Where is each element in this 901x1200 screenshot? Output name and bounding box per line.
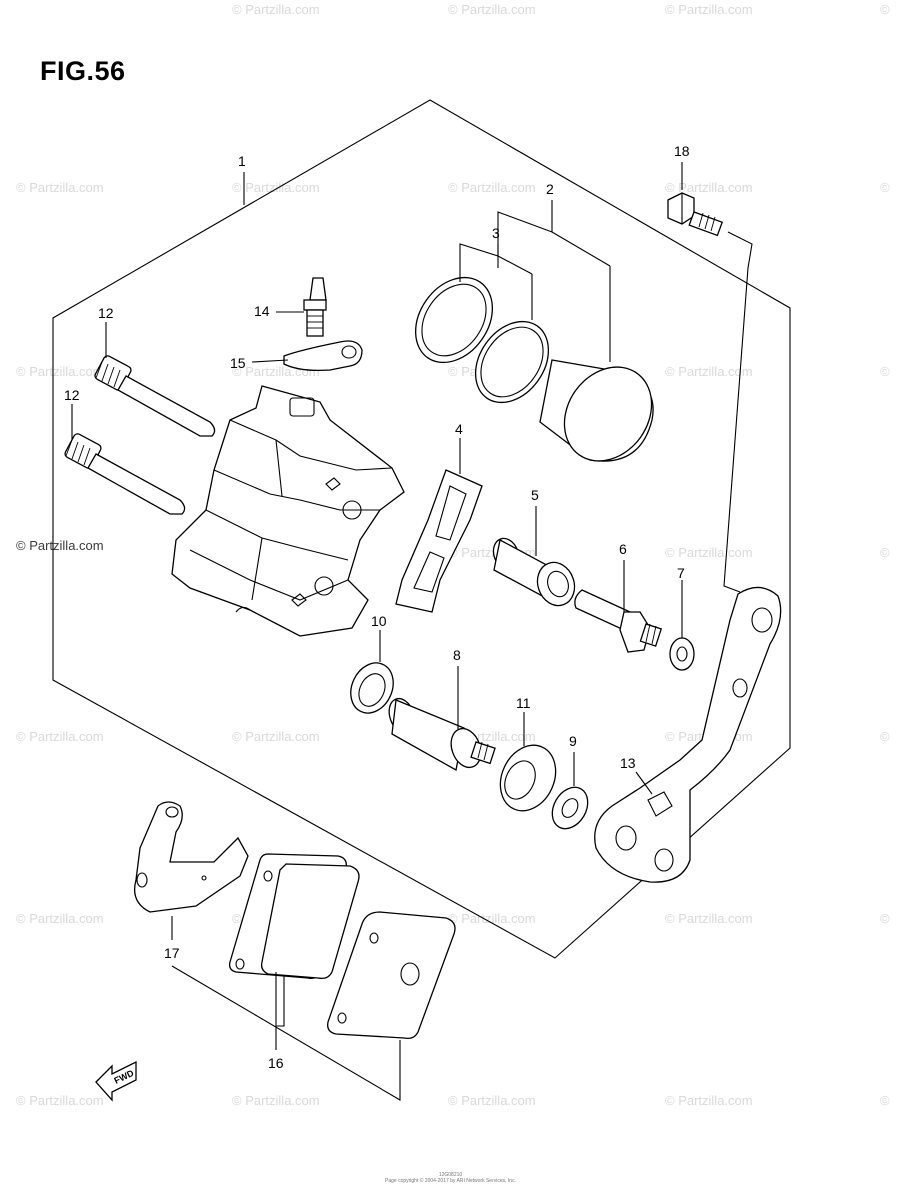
watermark: © Partzilla.com <box>232 729 320 744</box>
watermark: © Partzilla.com <box>448 180 536 195</box>
callout-14: 14 <box>254 303 270 319</box>
watermark: © Partzilla.com <box>16 180 104 195</box>
callout-5: 5 <box>531 487 539 503</box>
watermark: © Partzilla.com <box>448 911 536 926</box>
part-boot-10 <box>350 662 394 714</box>
part-pads-16 <box>228 853 456 1040</box>
watermark: © <box>880 911 890 926</box>
part-spring-17 <box>133 801 249 913</box>
callout-3: 3 <box>492 225 500 241</box>
callout-8: 8 <box>453 647 461 663</box>
part-bracket-13 <box>594 586 782 883</box>
leader-lines <box>71 162 753 1101</box>
watermark: © Partzilla.com <box>448 2 536 17</box>
footer-code: 12G08210 <box>438 1172 463 1178</box>
watermark: © Partzilla.com <box>232 2 320 17</box>
watermark: © Partzilla.com <box>16 729 104 744</box>
watermark: © Partzilla.com <box>16 364 104 379</box>
part-pin-bolt-6 <box>574 589 663 653</box>
footer: 12G08210 Page copyright © 2004-2017 by A… <box>0 1172 901 1184</box>
callout-6: 6 <box>619 541 627 557</box>
callout-16: 16 <box>268 1055 284 1071</box>
callout-12-upper: 12 <box>98 305 114 321</box>
callout-12-lower: 12 <box>64 387 80 403</box>
figure-title: FIG.56 <box>40 56 126 86</box>
watermark: © Partzilla.com <box>232 1093 320 1108</box>
part-seals-3 <box>414 276 550 404</box>
callout-4: 4 <box>455 421 463 437</box>
callout-15: 15 <box>230 355 246 371</box>
part-pin-upper-12 <box>94 355 216 437</box>
watermark: © <box>880 364 890 379</box>
watermark: © <box>880 2 890 17</box>
fwd-arrow-icon: FWD <box>95 1060 137 1102</box>
watermark: © Partzilla.com <box>665 545 753 560</box>
watermark: © <box>880 180 890 195</box>
callout-7: 7 <box>677 565 685 581</box>
callout-labels: 1 2 3 4 5 6 7 8 9 10 11 12 12 13 14 15 1… <box>64 143 690 1071</box>
callout-2: 2 <box>546 181 554 197</box>
part-plate-4 <box>395 469 483 613</box>
callout-17: 17 <box>164 945 180 961</box>
assembly-boundary <box>52 99 791 959</box>
watermark: © Partzilla.com <box>665 1093 753 1108</box>
watermark: © Partzilla.com <box>665 911 753 926</box>
callout-13: 13 <box>620 755 636 771</box>
watermark: © Partzilla.com <box>16 911 104 926</box>
part-caliper-body <box>171 385 405 637</box>
watermark: © <box>880 1093 890 1108</box>
part-bolt-18 <box>667 192 724 237</box>
part-clip-15 <box>283 340 363 372</box>
watermark: © Partzilla.com <box>665 364 753 379</box>
callout-9: 9 <box>569 733 577 749</box>
callout-10: 10 <box>371 613 387 629</box>
part-piston-2 <box>539 359 654 462</box>
watermark: © Partzilla.com <box>16 1093 104 1108</box>
watermark-highlight: © Partzilla.com <box>16 538 104 553</box>
watermark: © Partzilla.com <box>665 2 753 17</box>
watermark: © Partzilla.com <box>665 180 753 195</box>
callout-18: 18 <box>674 143 690 159</box>
part-boot-11 <box>499 744 557 812</box>
watermark: © Partzilla.com <box>232 180 320 195</box>
watermark: © Partzilla.com <box>448 1093 536 1108</box>
callout-11: 11 <box>516 695 531 711</box>
part-washer-9 <box>551 786 589 830</box>
part-pin-lower-12 <box>64 433 186 515</box>
watermark: © <box>880 729 890 744</box>
footer-copyright: Page copyright © 2004-2017 by ARI Networ… <box>385 1178 516 1184</box>
callout-1: 1 <box>238 153 246 169</box>
part-washer-7 <box>669 637 695 671</box>
watermark: © <box>880 545 890 560</box>
part-bleeder-14 <box>303 277 327 337</box>
part-sleeve-5 <box>492 537 576 607</box>
part-pin-8 <box>388 697 496 772</box>
